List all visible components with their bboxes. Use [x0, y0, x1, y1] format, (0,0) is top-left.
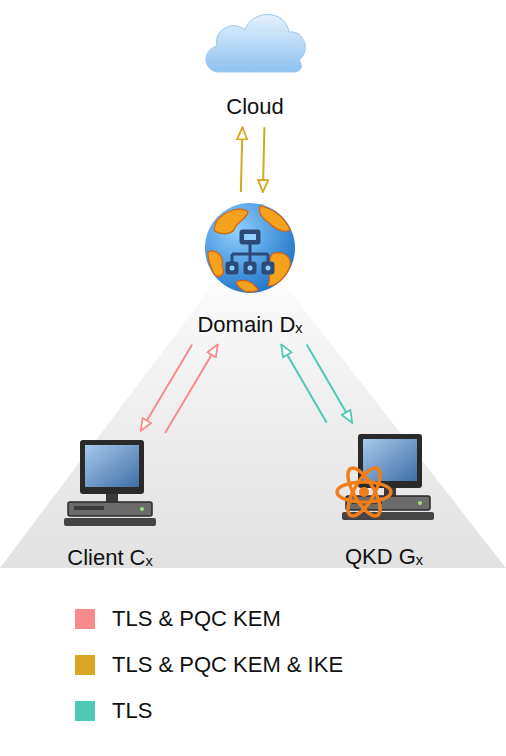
legend-label: TLS & PQC KEM	[112, 606, 281, 632]
globe-icon	[205, 203, 295, 293]
cloud-icon	[206, 15, 305, 73]
node-label: Cloud	[226, 94, 283, 119]
node-icon	[334, 430, 434, 528]
computer-icon	[64, 440, 156, 526]
computer-icon	[342, 434, 434, 520]
network-node: Client Cₓ	[58, 436, 162, 572]
legend-swatch	[75, 701, 95, 721]
node-label: Client Cₓ	[67, 545, 152, 570]
node-icon	[202, 200, 298, 296]
node-label: Domain Dₓ	[197, 312, 302, 337]
connector-arrow	[241, 127, 243, 192]
legend-label: TLS	[112, 698, 152, 724]
legend-row: TLS & PQC KEM & IKE	[75, 652, 343, 678]
connector-arrow	[281, 344, 326, 422]
network-node: QKD Gₓ	[328, 428, 440, 571]
connector-arrow	[307, 344, 352, 422]
node-label: QKD Gₓ	[345, 544, 423, 569]
node-icon	[201, 6, 309, 76]
legend-swatch	[75, 655, 95, 675]
legend-swatch	[75, 609, 95, 629]
atom-symbol	[337, 464, 391, 521]
network-node: Cloud	[195, 4, 315, 121]
network-node: Domain Dₓ	[191, 198, 308, 339]
connector-arrow	[141, 344, 192, 430]
node-icon	[64, 438, 156, 528]
legend-row: TLS	[75, 698, 152, 724]
legend-row: TLS & PQC KEM	[75, 606, 281, 632]
legend-label: TLS & PQC KEM & IKE	[112, 652, 343, 678]
domain-region	[0, 238, 506, 568]
connector-arrow	[263, 127, 265, 192]
connector-arrow	[165, 344, 218, 433]
